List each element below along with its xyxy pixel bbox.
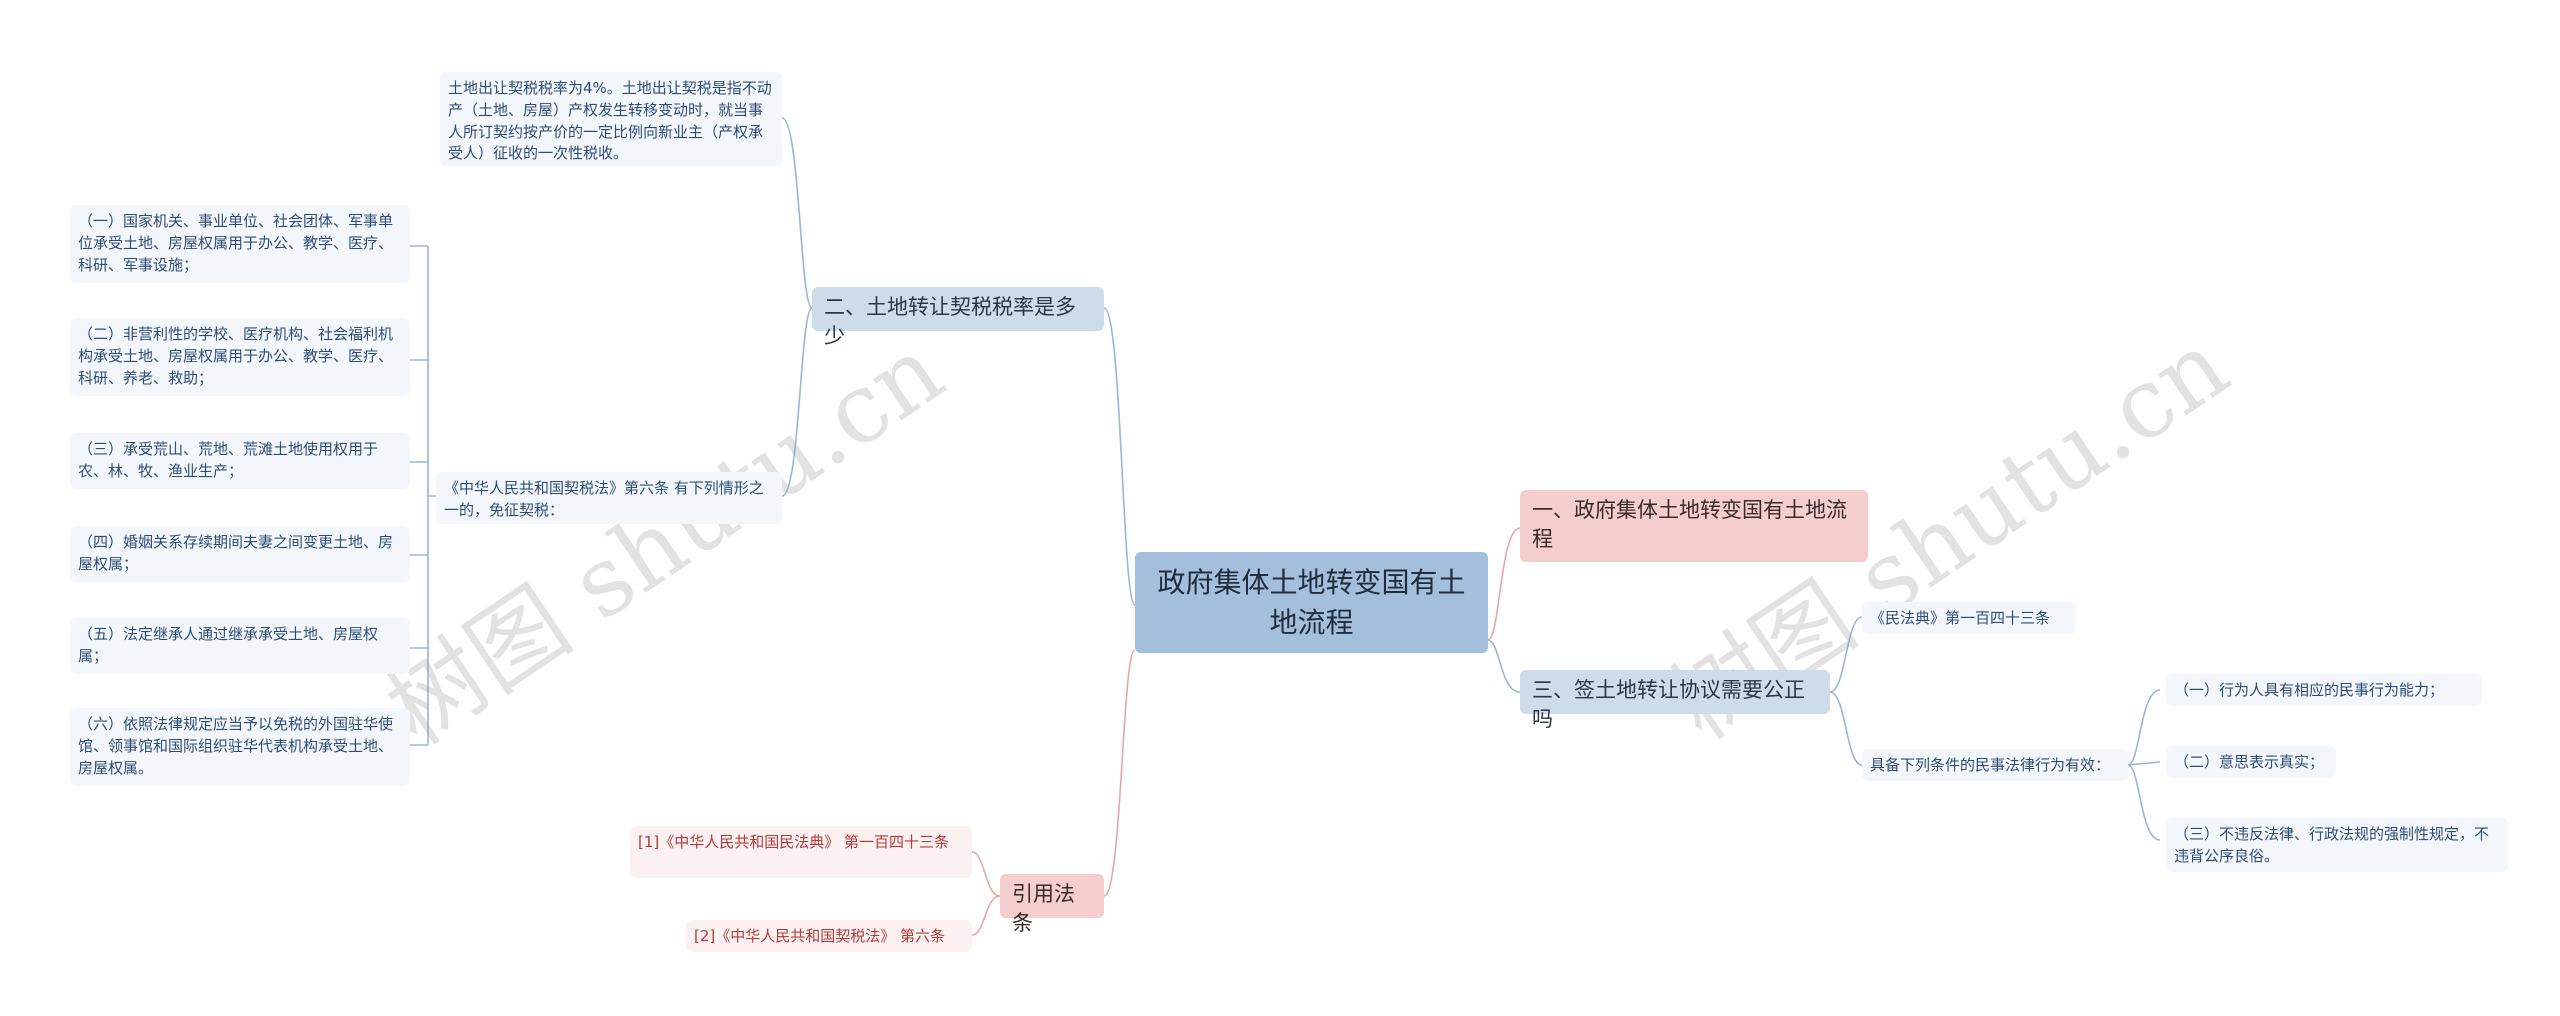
exemption-item-text: （四）婚姻关系存续期间夫妻之间变更土地、房屋权属； — [78, 533, 394, 573]
exemption-item-text: （二）非营利性的学校、医疗机构、社会福利机构承受土地、房屋权属用于办公、教学、医… — [78, 325, 394, 387]
link-root-branch2 — [1103, 307, 1136, 606]
branch-3-label: 三、签土地转让协议需要公正吗 — [1532, 678, 1805, 732]
branch-1-process[interactable]: 一、政府集体土地转变国有土地流程 — [1520, 490, 1868, 562]
civil-code-article[interactable]: 《民法典》第一百四十三条 — [1862, 602, 2076, 634]
validity-condition-text: （三）不违反法律、行政法规的强制性规定，不违背公序良俗。 — [2174, 825, 2490, 865]
link-cite-2 — [971, 895, 1001, 936]
link-b2-rate — [781, 117, 813, 309]
branch-3-notarization[interactable]: 三、签土地转让协议需要公正吗 — [1520, 670, 1830, 731]
exemption-item-text: （三）承受荒山、荒地、荒滩土地使用权用于农、林、牧、渔业生产； — [78, 440, 379, 480]
branch-2-deed-tax-rate[interactable]: 二、土地转让契税税率是多少 — [812, 287, 1104, 348]
root-topic-label: 政府集体土地转变国有土地流程 — [1157, 566, 1466, 639]
branch-2-label: 二、土地转让契税税率是多少 — [824, 295, 1076, 349]
deed-tax-rate-text: 土地出让契税税率为4%。土地出让契税是指不动产（土地、房屋）产权发生转移变动时，… — [448, 79, 772, 163]
validity-condition[interactable]: （二）意思表示真实； — [2166, 746, 2336, 778]
link-cite-1 — [971, 851, 1001, 897]
exemption-item-text: （六）依照法律规定应当予以免税的外国驻华使馆、领事馆和国际组织驻华代表机构承受土… — [78, 715, 394, 777]
link-conditions-items — [2127, 689, 2161, 841]
citations-topic[interactable]: 引用法条 — [1000, 874, 1104, 935]
validity-conditions-text: 具备下列条件的民事法律行为有效： — [1870, 756, 2111, 774]
validity-condition-text: （二）意思表示真实； — [2174, 753, 2325, 771]
citation-item[interactable]: [1]《中华人民共和国民法典》 第一百四十三条 — [630, 826, 972, 878]
link-exempt-items — [410, 245, 436, 746]
link-b3-civil — [1829, 616, 1863, 693]
exemption-item[interactable]: （四）婚姻关系存续期间夫妻之间变更土地、房屋权属； — [70, 526, 410, 582]
deed-tax-rate-note[interactable]: 土地出让契税税率为4%。土地出让契税是指不动产（土地、房屋）产权发生转移变动时，… — [440, 72, 782, 166]
link-root-branch3 — [1487, 639, 1521, 693]
deed-tax-exemption-intro[interactable]: 《中华人民共和国契税法》第六条 有下列情形之一的，免征契税： — [436, 472, 782, 524]
exemption-item[interactable]: （六）依照法律规定应当予以免税的外国驻华使馆、领事馆和国际组织驻华代表机构承受土… — [70, 708, 410, 786]
link-root-branch1 — [1487, 527, 1521, 641]
citations-label: 引用法条 — [1012, 882, 1075, 936]
exemption-item-text: （一）国家机关、事业单位、社会团体、军事单位承受土地、房屋权属用于办公、教学、医… — [78, 212, 394, 274]
link-b3-conditions — [1829, 691, 1863, 766]
citation-item[interactable]: [2]《中华人民共和国契税法》 第六条 — [686, 920, 972, 952]
link-root-citations — [1103, 649, 1136, 897]
exemption-item[interactable]: （五）法定继承人通过继承承受土地、房屋权属； — [70, 618, 410, 674]
validity-conditions-intro[interactable]: 具备下列条件的民事法律行为有效： — [1862, 749, 2128, 781]
link-b2-exempt — [781, 307, 813, 497]
validity-condition[interactable]: （三）不违反法律、行政法规的强制性规定，不违背公序良俗。 — [2166, 818, 2508, 872]
citation-item-text: [2]《中华人民共和国契税法》 第六条 — [694, 927, 946, 945]
validity-condition-text: （一）行为人具有相应的民事行为能力； — [2174, 681, 2445, 699]
exemption-item[interactable]: （二）非营利性的学校、医疗机构、社会福利机构承受土地、房屋权属用于办公、教学、医… — [70, 318, 410, 396]
deed-tax-exemption-text: 《中华人民共和国契税法》第六条 有下列情形之一的，免征契税： — [444, 479, 764, 519]
root-topic[interactable]: 政府集体土地转变国有土地流程 — [1135, 552, 1488, 653]
civil-code-article-text: 《民法典》第一百四十三条 — [1870, 609, 2051, 627]
branch-1-label: 一、政府集体土地转变国有土地流程 — [1532, 498, 1847, 552]
validity-condition[interactable]: （一）行为人具有相应的民事行为能力； — [2166, 674, 2482, 706]
exemption-item[interactable]: （三）承受荒山、荒地、荒滩土地使用权用于农、林、牧、渔业生产； — [70, 433, 410, 489]
citation-item-text: [1]《中华人民共和国民法典》 第一百四十三条 — [638, 833, 950, 851]
exemption-item[interactable]: （一）国家机关、事业单位、社会团体、军事单位承受土地、房屋权属用于办公、教学、医… — [70, 205, 410, 283]
exemption-item-text: （五）法定继承人通过继承承受土地、房屋权属； — [78, 625, 379, 665]
